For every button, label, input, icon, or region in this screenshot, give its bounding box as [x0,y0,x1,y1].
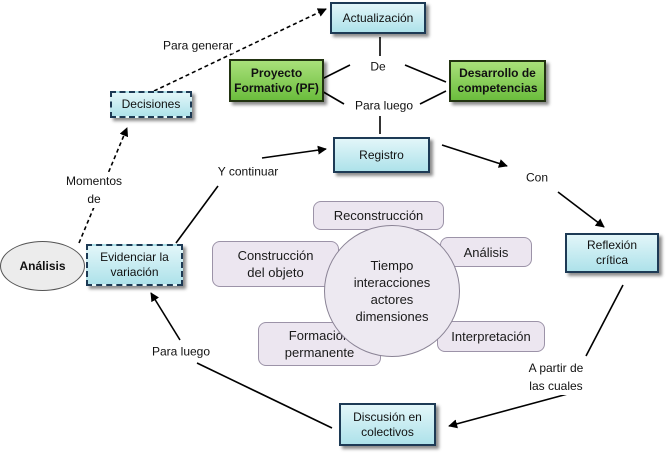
node-actualizacion: Actualización [330,2,426,34]
pill-reconstruccion-text: Reconstrucción [333,208,424,223]
node-proyecto-formativo-text: Proyecto Formativo (PF) [234,65,319,95]
node-decisiones-text: Decisiones [121,97,181,111]
link-registro-to-con [441,144,508,168]
link-reflexion-to-apartir [585,284,624,357]
pill-interpretacion-text: Interpretación [451,329,531,344]
label-y-continuar: Y continuar [217,164,279,180]
pill-construccion-objeto-text: Construcción del objeto [237,248,314,280]
link-con-to-reflexion [557,191,605,228]
node-reflexion-critica: Reflexión crítica [565,233,659,273]
pill-formacion-permanente-text: Formación permanente [284,328,355,360]
link-desarrollo-to-paraluego [419,90,447,105]
node-decisiones: Decisiones [110,91,192,118]
link-paraluego-to-evidenciar [150,292,181,341]
link-evidenciar-to-ycontinuar [175,185,219,244]
label-para-luego-left: Para luego [151,344,211,360]
label-momentos-de: Momentos de [65,172,123,208]
node-desarrollo-competencias-text: Desarrollo de competencias [457,66,538,95]
link-ycontinuar-to-registro [261,145,327,159]
node-analisis: Análisis [0,241,85,291]
pill-construccion-objeto: Construcción del objeto [212,241,339,287]
pill-interpretacion: Interpretación [437,321,545,352]
link-decisiones-to-actualizacion [153,8,327,92]
link-apartir-to-discusion [448,391,576,429]
link-pf-to-paraluego [319,89,345,105]
label-con: Con [525,170,549,186]
node-discusion-colectivos-text: Discusión en colectivos [353,409,422,439]
node-proyecto-formativo: Proyecto Formativo (PF) [229,59,324,102]
label-para-luego-top: Para luego [354,98,414,114]
node-actualizacion-text: Actualización [342,10,414,25]
node-desarrollo-competencias: Desarrollo de competencias [449,60,546,102]
node-evidenciar-variacion-text: Evidenciar la variación [100,250,169,279]
node-evidenciar-variacion: Evidenciar la variación [86,244,183,286]
label-para-generar: Para generar [162,38,234,54]
link-pf-to-de [319,64,351,81]
node-registro-text: Registro [359,147,404,162]
link-de-to-desarrollo [404,64,447,83]
label-de: De [370,59,386,75]
node-registro: Registro [333,137,430,173]
pill-analisis-text: Análisis [463,244,509,260]
node-center-text: Tiempo interacciones actores dimensiones [353,258,431,324]
node-analisis-text: Análisis [19,259,66,273]
label-a-partir: A partir de las cuales [528,359,584,395]
link-discusion-to-paraluego [196,362,333,429]
node-discusion-colectivos: Discusión en colectivos [339,403,436,446]
node-center: Tiempo interacciones actores dimensiones [324,225,460,357]
node-reflexion-critica-text: Reflexión crítica [586,238,638,267]
